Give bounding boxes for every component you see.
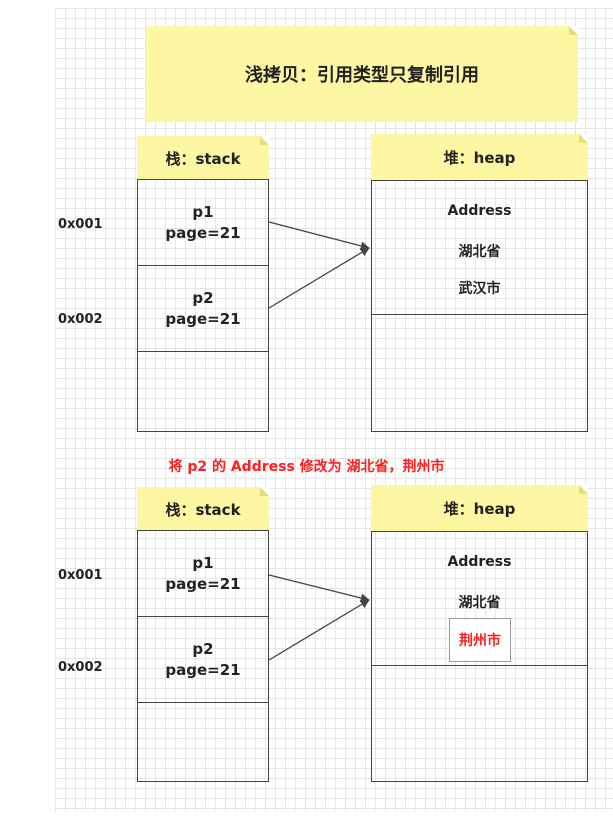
variable-value: page=21 [165, 223, 241, 242]
address-label-p2: 0x002 [58, 312, 103, 327]
heap-frame-after: Address 湖北省 荆州市 [371, 531, 588, 782]
stack-header-before: 栈：stack [137, 136, 269, 180]
reference-arrow-p1-before [268, 221, 370, 251]
variable-value: page=21 [165, 309, 241, 328]
stack-frame-after: p1 page=21 p2 page=21 [137, 530, 269, 782]
stack-header-label: 栈：stack [165, 500, 241, 519]
caption-text: 修改为 湖北省，荆州市 [294, 459, 445, 475]
caption-var: p2 [187, 459, 208, 475]
variable-name: p1 [192, 202, 214, 221]
stack-header-after: 栈：stack [137, 487, 269, 531]
stack-cell-p1: p1 page=21 [138, 531, 268, 617]
variable-value: page=21 [165, 660, 241, 679]
stack-header-label: 栈：stack [165, 149, 241, 168]
variable-name: p2 [192, 639, 214, 658]
variable-value: page=21 [165, 574, 241, 593]
variable-name: p1 [192, 553, 214, 572]
stack-cell-p1: p1 page=21 [138, 180, 268, 266]
reference-arrow-p2-before [268, 247, 370, 309]
stack-cell-p2: p2 page=21 [138, 266, 268, 352]
address-label-p1: 0x001 [58, 568, 103, 583]
caption-text: 将 [168, 459, 188, 475]
heap-object-class: Address [447, 203, 512, 219]
diagram-title: 浅拷贝：引用类型只复制引用 [245, 65, 479, 86]
title-note: 浅拷贝：引用类型只复制引用 [146, 26, 578, 122]
change-caption: 将 p2 的 Address 修改为 湖北省，荆州市 [0, 456, 613, 476]
stack-cell-p2: p2 page=21 [138, 617, 268, 703]
heap-header-before: 堆：heap [371, 134, 588, 180]
heap-object-city: 武汉市 [458, 281, 501, 297]
heap-header-label: 堆：heap [443, 148, 516, 167]
caption-text: 的 [207, 459, 231, 475]
heap-header-after: 堆：heap [371, 485, 588, 531]
address-label-p1: 0x001 [58, 217, 103, 232]
heap-object-divider [372, 314, 587, 315]
address-label-p2: 0x002 [58, 660, 103, 675]
heap-object-city-highlight: 荆州市 [449, 618, 511, 662]
heap-object-divider [372, 665, 587, 666]
heap-object-class: Address [447, 554, 512, 570]
heap-object-province: 湖北省 [458, 244, 501, 260]
heap-header-label: 堆：heap [443, 499, 516, 518]
heap-frame-before: Address 湖北省 武汉市 [371, 180, 588, 432]
stack-frame-before: p1 page=21 p2 page=21 [137, 179, 269, 432]
heap-object-city: 荆州市 [459, 633, 501, 649]
caption-field: Address [230, 459, 295, 475]
variable-name: p2 [192, 288, 214, 307]
reference-arrow-p1-after [268, 574, 370, 603]
reference-arrow-p2-after [268, 599, 370, 661]
heap-object-province: 湖北省 [458, 595, 501, 611]
